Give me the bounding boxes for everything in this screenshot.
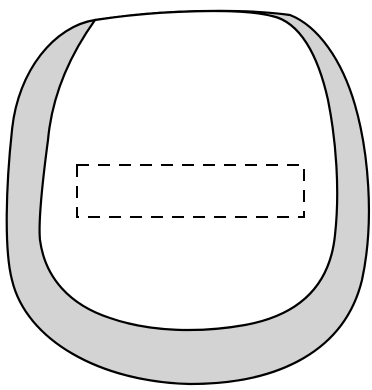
inner-face-shape xyxy=(40,11,338,330)
